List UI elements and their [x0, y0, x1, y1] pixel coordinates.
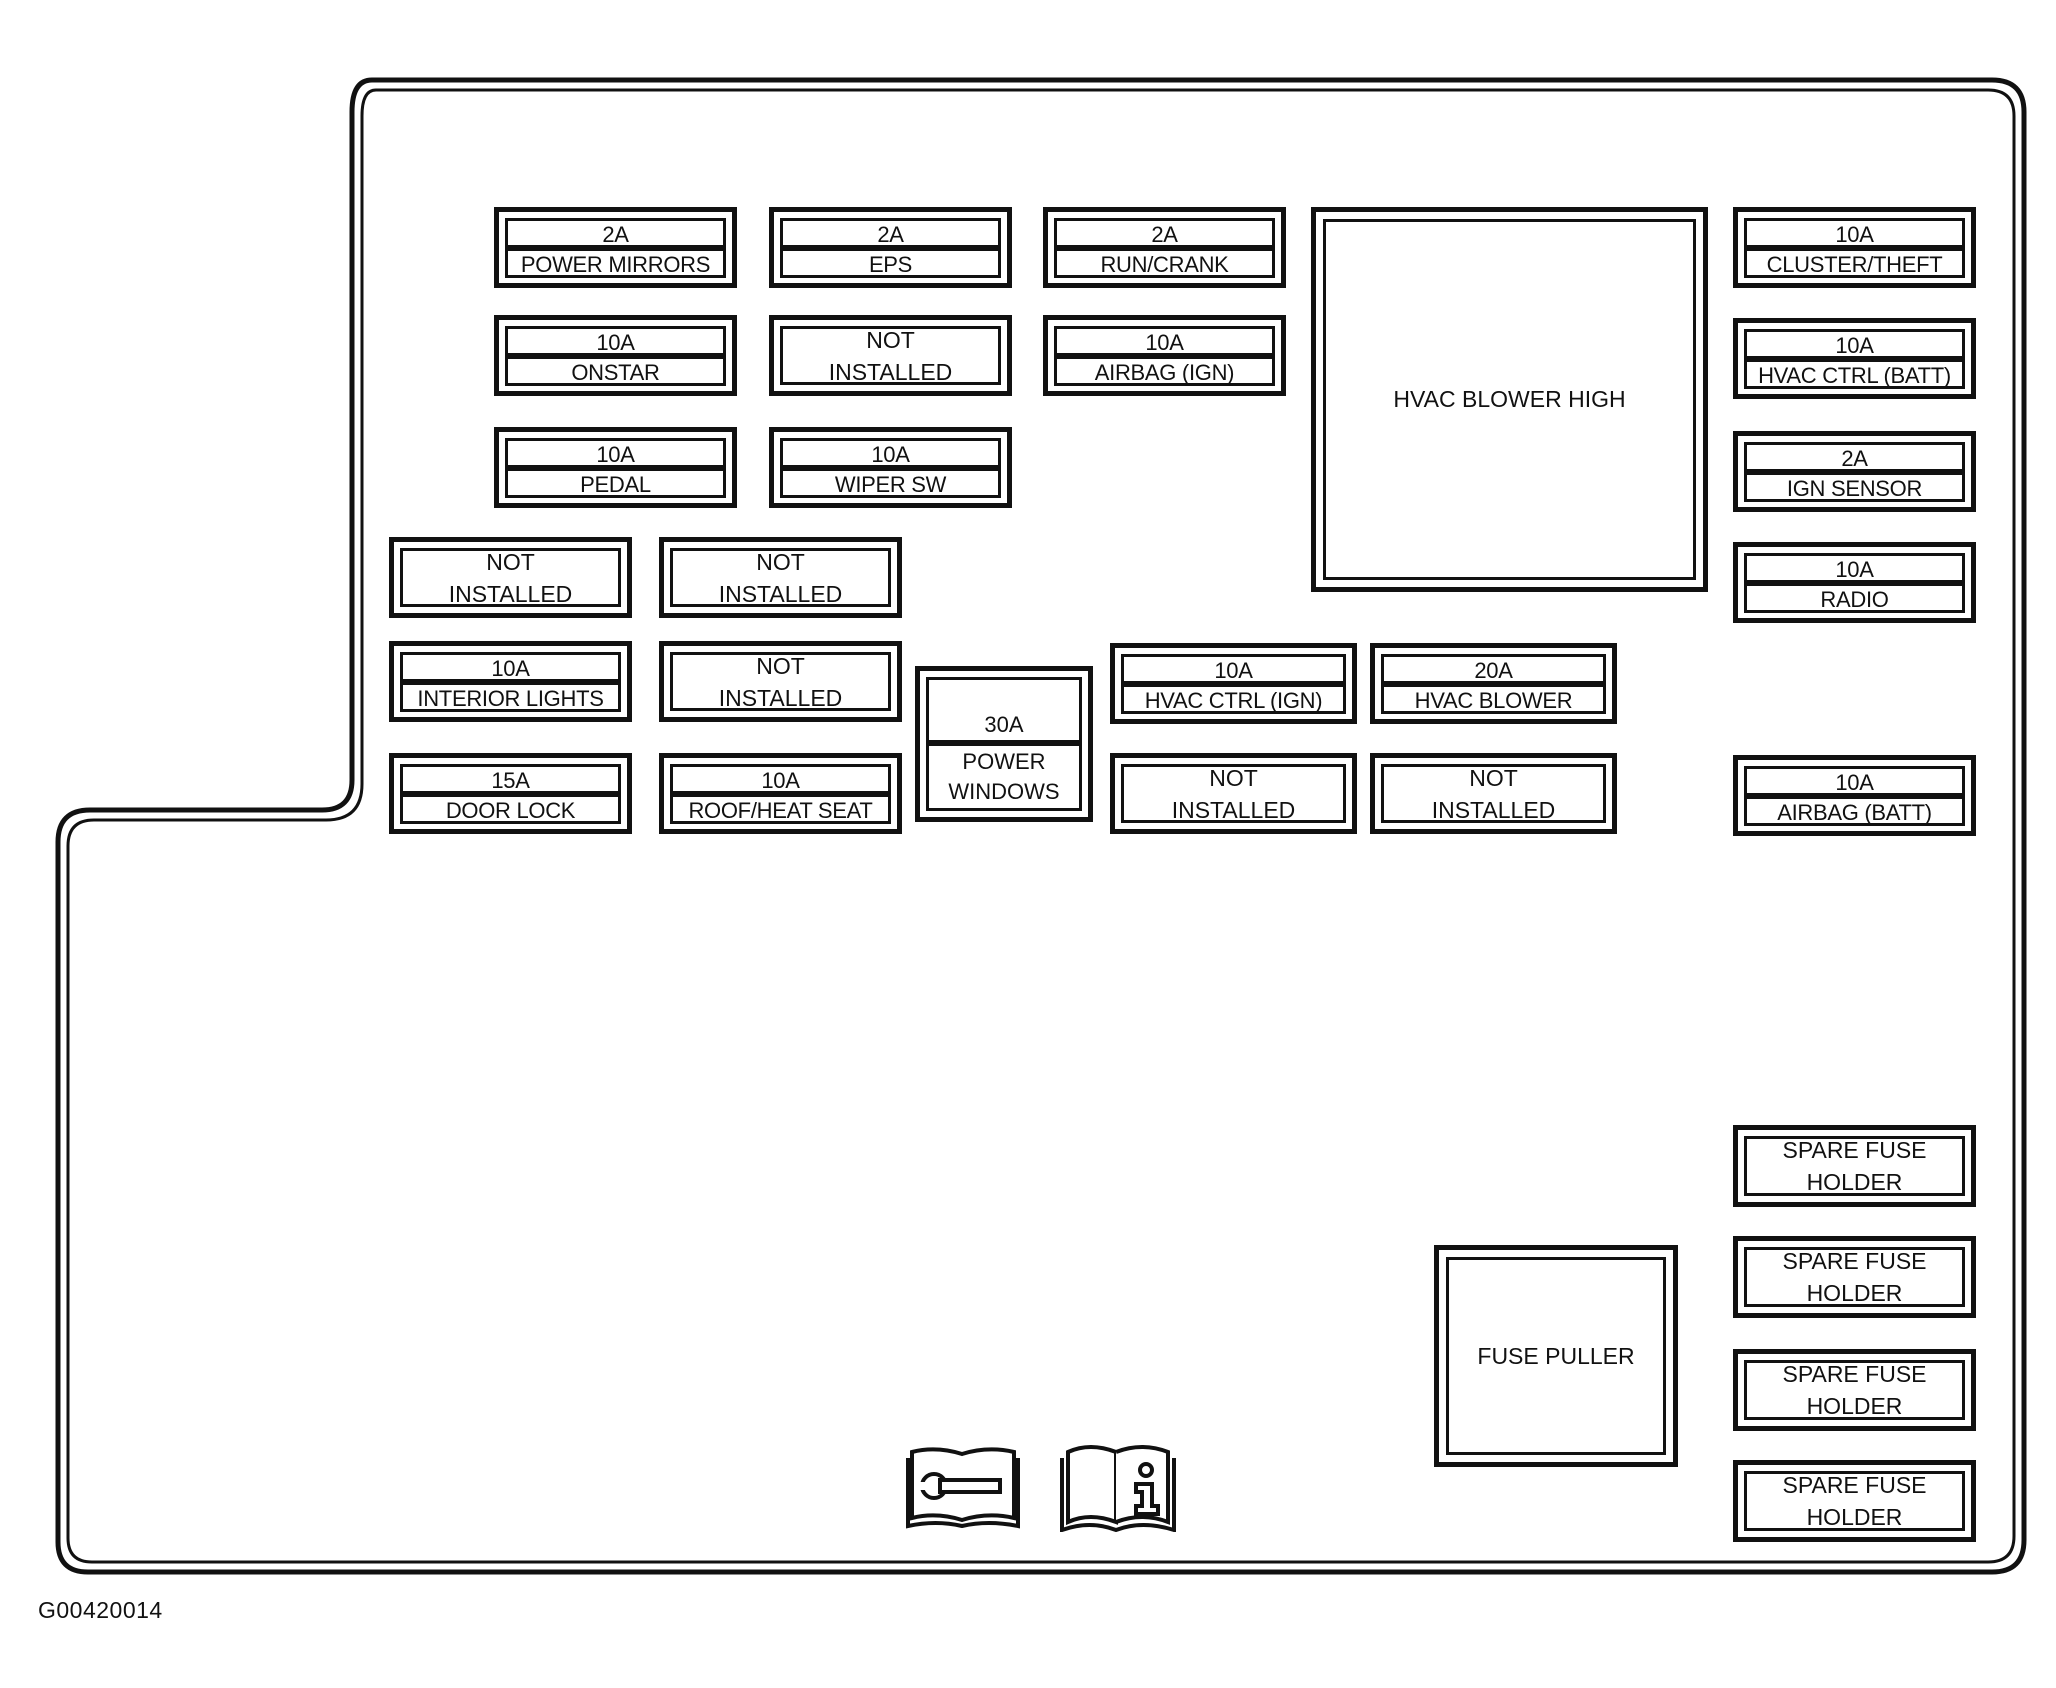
- fuse-amp: 10A: [505, 438, 726, 468]
- slot-label: NOT INSTALLED: [718, 548, 843, 607]
- fuse-airbag-ign: 10A AIRBAG (IGN): [1043, 315, 1286, 396]
- service-manual-icon: [906, 1447, 1020, 1529]
- fuse-label: HVAC CTRL (BATT): [1744, 359, 1965, 389]
- fuse-amp: 15A: [400, 764, 621, 794]
- fuse-onstar: 10A ONSTAR: [494, 315, 737, 396]
- fuse-label: INTERIOR LIGHTS: [400, 682, 621, 712]
- not-installed-slot: NOT INSTALLED: [659, 641, 902, 722]
- spare-fuse-holder-label: SPARE FUSE HOLDER: [1782, 1248, 1927, 1306]
- fuse-label: ONSTAR: [505, 356, 726, 386]
- fuse-cluster-theft: 10A CLUSTER/THEFT: [1733, 207, 1976, 288]
- fuse-amp: 30A: [926, 677, 1082, 743]
- fuse-amp: 2A: [1054, 218, 1275, 248]
- slot-label: NOT INSTALLED: [1171, 764, 1296, 823]
- fuse-interior-lights: 10A INTERIOR LIGHTS: [389, 641, 632, 722]
- spare-fuse-holder-label: SPARE FUSE HOLDER: [1782, 1472, 1927, 1530]
- fuse-label: POWER MIRRORS: [505, 248, 726, 278]
- fuse-power-mirrors: 2A POWER MIRRORS: [494, 207, 737, 288]
- fuse-amp: 10A: [1744, 766, 1965, 796]
- fuse-label: CLUSTER/THEFT: [1744, 248, 1965, 278]
- fuse-label: WIPER SW: [780, 468, 1001, 498]
- slot-label: NOT INSTALLED: [1431, 764, 1556, 823]
- fuse-label: PEDAL: [505, 468, 726, 498]
- slot-label: NOT INSTALLED: [828, 326, 953, 385]
- fuse-door-lock: 15A DOOR LOCK: [389, 753, 632, 834]
- spare-fuse-holder: SPARE FUSE HOLDER: [1733, 1460, 1976, 1542]
- fuse-amp: 10A: [1744, 218, 1965, 248]
- fuse-run-crank: 2A RUN/CRANK: [1043, 207, 1286, 288]
- spare-fuse-holder: SPARE FUSE HOLDER: [1733, 1349, 1976, 1431]
- spare-fuse-holder: SPARE FUSE HOLDER: [1733, 1125, 1976, 1207]
- figure-id: G00420014: [38, 1597, 163, 1623]
- fuse-label: HVAC BLOWER: [1381, 684, 1606, 714]
- fuse-label: POWER WINDOWS: [926, 743, 1082, 811]
- not-installed-slot: NOT INSTALLED: [1110, 753, 1357, 834]
- fuse-wiper-sw: 10A WIPER SW: [769, 427, 1012, 508]
- fuse-ign-sensor: 2A IGN SENSOR: [1733, 431, 1976, 512]
- fuse-pedal: 10A PEDAL: [494, 427, 737, 508]
- fuse-label: AIRBAG (BATT): [1744, 796, 1965, 826]
- fuse-amp: 10A: [780, 438, 1001, 468]
- fuse-amp: 2A: [780, 218, 1001, 248]
- slot-label: NOT INSTALLED: [718, 652, 843, 711]
- fuse-radio: 10A RADIO: [1733, 542, 1976, 623]
- spare-fuse-holder: SPARE FUSE HOLDER: [1733, 1236, 1976, 1318]
- not-installed-slot: NOT INSTALLED: [1370, 753, 1617, 834]
- fuse-label: AIRBAG (IGN): [1054, 356, 1275, 386]
- owner-manual-info-icon: [1060, 1445, 1176, 1532]
- fuse-puller-label: FUSE PULLER: [1446, 1257, 1666, 1455]
- fuse-eps: 2A EPS: [769, 207, 1012, 288]
- fuse-roof-heat-seat: 10A ROOF/HEAT SEAT: [659, 753, 902, 834]
- not-installed-slot: NOT INSTALLED: [769, 315, 1012, 396]
- fuse-puller: FUSE PULLER: [1434, 1245, 1678, 1467]
- fuse-amp: 2A: [1744, 442, 1965, 472]
- fuse-amp: 20A: [1381, 654, 1606, 684]
- fuse-label: IGN SENSOR: [1744, 472, 1965, 502]
- spare-fuse-holder-label: SPARE FUSE HOLDER: [1782, 1361, 1927, 1419]
- fuse-amp: 10A: [1744, 329, 1965, 359]
- fuse-hvac-ctrl-batt: 10A HVAC CTRL (BATT): [1733, 318, 1976, 399]
- fuse-amp: 10A: [1744, 553, 1965, 583]
- fuse-amp: 10A: [505, 326, 726, 356]
- hvac-blower-high-relay: HVAC BLOWER HIGH: [1311, 207, 1708, 592]
- fuse-label: EPS: [780, 248, 1001, 278]
- fuse-label: RADIO: [1744, 583, 1965, 613]
- fuse-airbag-batt: 10A AIRBAG (BATT): [1733, 755, 1976, 836]
- relay-label: HVAC BLOWER HIGH: [1323, 219, 1696, 580]
- fuse-label: DOOR LOCK: [400, 794, 621, 824]
- fuse-amp: 10A: [1121, 654, 1346, 684]
- fuse-amp: 2A: [505, 218, 726, 248]
- slot-label: NOT INSTALLED: [448, 548, 573, 607]
- fuse-power-windows: 30A POWER WINDOWS: [915, 666, 1093, 822]
- fuse-amp: 10A: [1054, 326, 1275, 356]
- fuse-hvac-blower: 20A HVAC BLOWER: [1370, 643, 1617, 724]
- fuse-amp: 10A: [670, 764, 891, 794]
- fuse-hvac-ctrl-ign: 10A HVAC CTRL (IGN): [1110, 643, 1357, 724]
- not-installed-slot: NOT INSTALLED: [389, 537, 632, 618]
- spare-fuse-holder-label: SPARE FUSE HOLDER: [1782, 1137, 1927, 1195]
- fuse-amp: 10A: [400, 652, 621, 682]
- fuse-label: HVAC CTRL (IGN): [1121, 684, 1346, 714]
- fuse-label: ROOF/HEAT SEAT: [670, 794, 891, 824]
- not-installed-slot: NOT INSTALLED: [659, 537, 902, 618]
- fuse-label: RUN/CRANK: [1054, 248, 1275, 278]
